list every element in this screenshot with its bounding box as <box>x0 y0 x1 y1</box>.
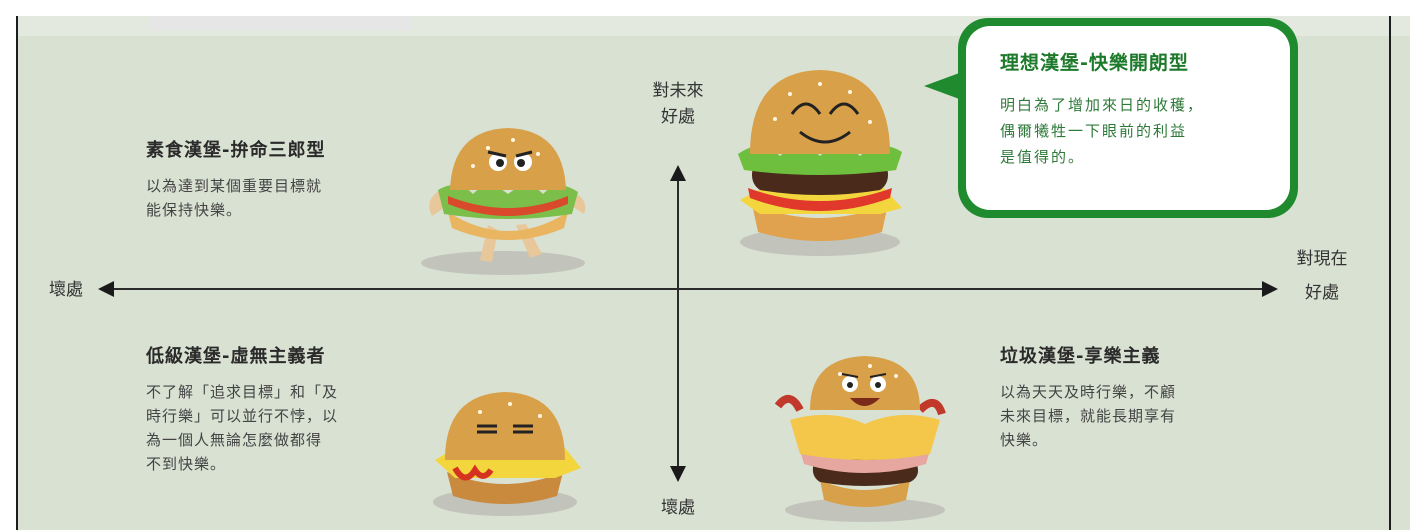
speech-bubble-inner <box>966 26 1290 210</box>
speech-bubble <box>958 18 1298 218</box>
vertical-axis <box>677 178 679 468</box>
horizontal-axis <box>112 288 1262 290</box>
axis-label-right: 對現在 好處 <box>1296 249 1348 303</box>
happy-burger-icon <box>738 70 902 256</box>
quadrant-title-top-left: 素食漢堡-拚命三郎型 <box>146 140 326 161</box>
axis-label-top: 對未來 好處 <box>652 81 704 127</box>
quadrant-title-bottom-right: 垃圾漢堡-享樂主義 <box>1000 346 1161 367</box>
quadrant-title-bottom-left: 低級漢堡-虛無主義者 <box>146 346 326 367</box>
quadrant-title-top-right: 理想漢堡-快樂開朗型 <box>1000 52 1189 74</box>
quadrant-desc-top-right: 明白為了增加來日的收穫， 偶爾犧牲一下眼前的利益 是值得的。 <box>1000 96 1205 166</box>
axis-label-left: 壞處 <box>49 280 83 300</box>
arrow-right-icon <box>1262 281 1278 297</box>
quadrant-desc-top-left: 以為達到某個重要目標就 能保持快樂。 <box>146 177 323 219</box>
quadrant-desc-bottom-right: 以為天天及時行樂，不顧 未來目標，就能長期享有 快樂。 <box>1000 383 1177 449</box>
quadrant-desc-bottom-left: 不了解「追求目標」和「及 時行樂」可以並行不悖，以 為一個人無論怎麼做都得 不到… <box>146 383 339 473</box>
running-burger-icon <box>421 128 586 275</box>
right-border <box>1389 16 1391 530</box>
arrow-up-icon <box>670 165 686 181</box>
arrow-left-icon <box>98 281 114 297</box>
sleepy-burger-icon <box>433 392 581 516</box>
speech-bubble-tail <box>924 72 962 100</box>
arrow-down-icon <box>670 466 686 482</box>
header-tab <box>150 16 412 30</box>
axis-label-bottom: 壞處 <box>661 498 695 518</box>
junk-burger-icon <box>774 356 946 522</box>
